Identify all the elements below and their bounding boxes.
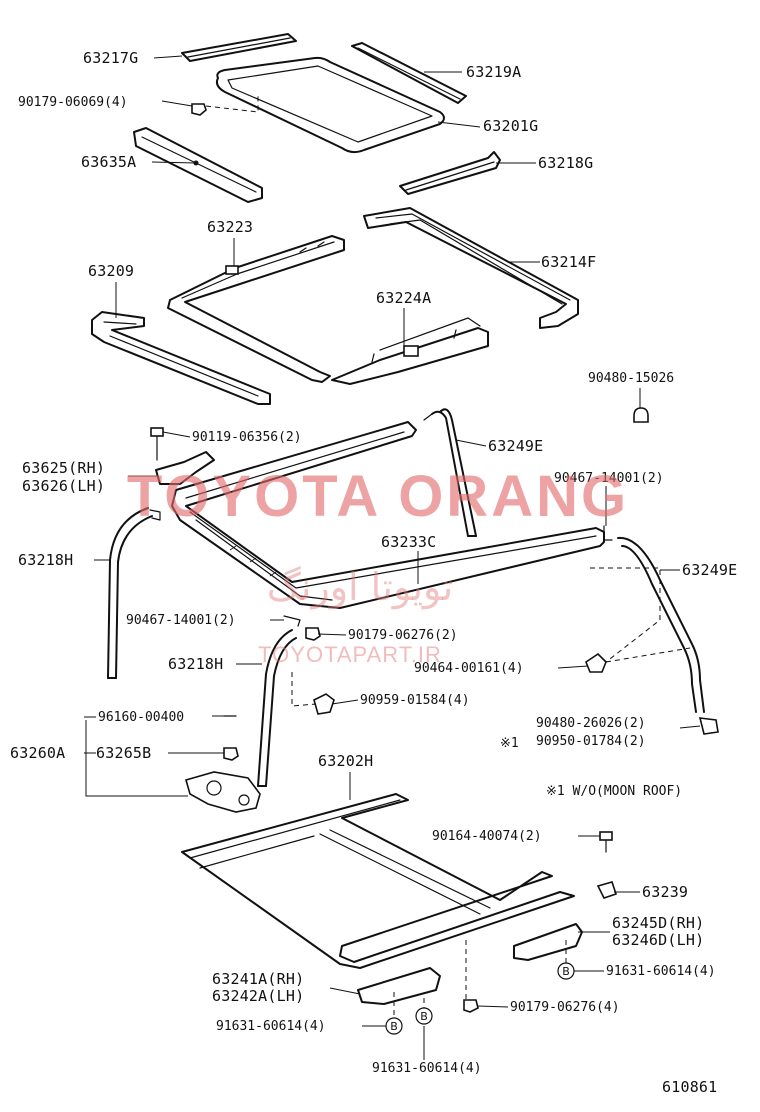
label-90179-06276-b: 90179-06276(4) xyxy=(510,1000,620,1015)
part-63260A-motor xyxy=(185,771,261,813)
label-63218H-left: 63218H xyxy=(18,551,73,569)
part-63218G-strip xyxy=(399,151,501,195)
drawing-number: 610861 xyxy=(662,1078,717,1096)
svg-text:B: B xyxy=(390,1020,398,1033)
svg-text:B: B xyxy=(562,965,570,978)
label-63218G: 63218G xyxy=(538,154,593,172)
part-63245D-bracket xyxy=(513,923,583,961)
part-90464-00161-clamp xyxy=(585,567,691,673)
part-90179-06276-nut-a xyxy=(305,627,321,641)
label-63249E-top: 63249E xyxy=(488,437,543,455)
part-63625-bracket xyxy=(155,451,215,485)
label-90119-06356: 90119-06356(2) xyxy=(192,430,302,445)
label-63245DRH: 63245D(RH) xyxy=(612,914,704,932)
label-note-mark: ※1 xyxy=(500,736,519,751)
part-labels: 63217G 63219A 90179-06069(4) 63201G 6363… xyxy=(10,49,737,1096)
part-90179-06069-nut xyxy=(191,95,259,116)
label-91631-60614-right: 91631-60614(4) xyxy=(606,964,716,979)
label-91631-60614-bottom: 91631-60614(4) xyxy=(372,1061,482,1076)
label-63635A: 63635A xyxy=(81,153,136,171)
circle-b-bottom: B xyxy=(415,1007,433,1025)
part-90164-40074-bolt xyxy=(599,831,613,853)
part-90467-14001-clip-left xyxy=(283,615,301,627)
label-63242ALH: 63242A(LH) xyxy=(212,987,304,1005)
label-63233C: 63233C xyxy=(381,533,436,551)
part-63249E-hose-right xyxy=(617,536,705,713)
part-63239-clip xyxy=(596,881,618,899)
label-96160-00400: 96160-00400 xyxy=(98,710,184,725)
part-63219A-strip xyxy=(351,42,467,104)
label-note: ※1 W/O(MOON ROOF) xyxy=(546,784,682,799)
label-63625RH: 63625(RH) xyxy=(22,459,105,477)
part-63202H-rail-assembly xyxy=(181,793,575,969)
part-90119-06356-bolt xyxy=(150,427,164,461)
part-90959-01584-clip xyxy=(291,672,335,715)
label-90467-14001-b: 90467-14001(2) xyxy=(126,613,236,628)
part-90467-14001-clip-right xyxy=(603,525,613,541)
part-63635A-deflector xyxy=(133,127,263,203)
svg-text:B: B xyxy=(420,1010,428,1023)
label-63209: 63209 xyxy=(88,262,134,280)
part-63218H-hose-mid xyxy=(257,629,297,787)
label-63260A: 63260A xyxy=(10,744,65,762)
watermark: TOYOTA ORANG تویوتا اورنگ TOYOTAPART.IR xyxy=(127,464,629,667)
label-63626LH: 63626(LH) xyxy=(22,477,105,495)
circle-b-right: B xyxy=(557,962,575,980)
label-63201G: 63201G xyxy=(483,117,538,135)
part-90480-26026-grommet xyxy=(698,717,719,735)
watermark-site: TOYOTAPART.IR xyxy=(258,642,442,667)
label-90467-14001-a: 90467-14001(2) xyxy=(554,471,664,486)
part-63249E-hose-top xyxy=(423,408,477,537)
leader-lines xyxy=(84,55,701,1060)
label-63218H-mid: 63218H xyxy=(168,655,223,673)
label-63224A: 63224A xyxy=(376,289,431,307)
label-63202H: 63202H xyxy=(318,752,373,770)
watermark-brand: TOYOTA ORANG xyxy=(127,464,629,529)
label-63223: 63223 xyxy=(207,218,253,236)
label-90179-06276-a: 90179-06276(2) xyxy=(348,628,458,643)
part-63201G-seal xyxy=(215,56,445,154)
part-63224A-rail xyxy=(331,317,489,385)
label-63217G: 63217G xyxy=(83,49,138,67)
circle-b-left: B xyxy=(385,1017,403,1035)
label-91631-60614-left: 91631-60614(4) xyxy=(216,1019,326,1034)
part-90179-06276-nut-b xyxy=(463,999,479,1013)
label-63246DLH: 63246D(LH) xyxy=(612,931,704,949)
label-90179-06069: 90179-06069(4) xyxy=(18,95,128,110)
part-63218H-hose-left xyxy=(107,507,161,679)
label-63219A: 63219A xyxy=(466,63,521,81)
part-63217G-strip xyxy=(181,33,297,62)
label-63239: 63239 xyxy=(642,883,688,901)
part-90480-15026-plug xyxy=(633,407,649,423)
label-90164-40074: 90164-40074(2) xyxy=(432,829,542,844)
part-63214F-rail xyxy=(363,207,579,329)
label-90464-00161: 90464-00161(4) xyxy=(414,661,524,676)
label-63214F: 63214F xyxy=(541,253,596,271)
label-90959-01584: 90959-01584(4) xyxy=(360,693,470,708)
part-63265B-cushion xyxy=(223,747,239,761)
part-63209-trim xyxy=(91,311,271,405)
label-90950-01784: 90950-01784(2) xyxy=(536,734,646,749)
label-63265B: 63265B xyxy=(96,744,151,762)
label-63241ARH: 63241A(RH) xyxy=(212,970,304,988)
label-63249E-right: 63249E xyxy=(682,561,737,579)
label-90480-26026: 90480-26026(2) xyxy=(536,716,646,731)
label-90480-15026: 90480-15026 xyxy=(588,371,674,386)
part-63223-frame xyxy=(167,235,345,383)
watermark-persian: تویوتا اورنگ xyxy=(267,565,454,610)
part-63241A-bracket xyxy=(357,967,441,1005)
